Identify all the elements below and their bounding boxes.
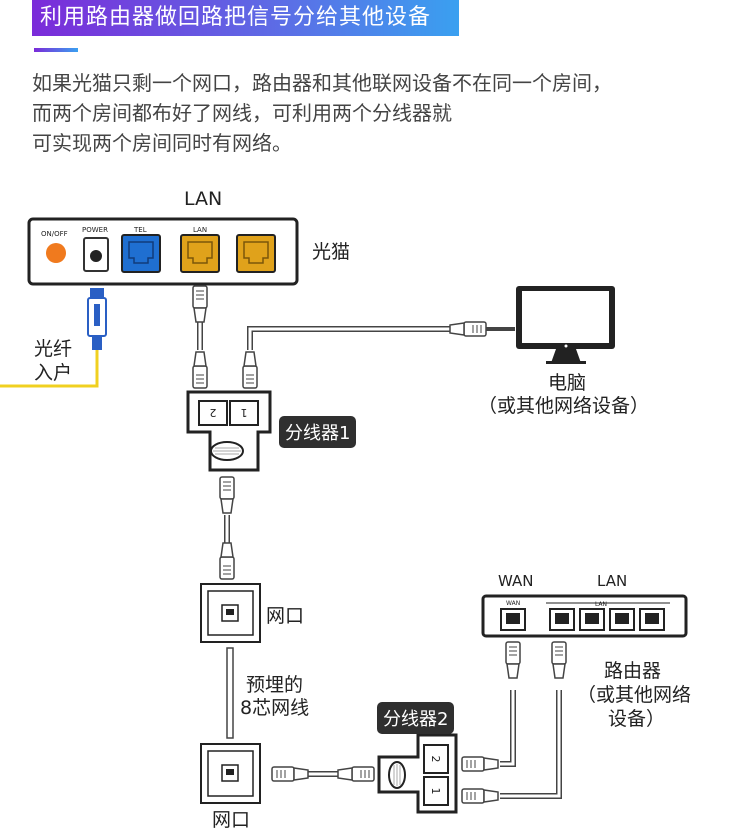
modem-lan-top-label: LAN [184, 188, 223, 210]
title-underline [34, 48, 78, 52]
modem-onoff-label: ON/OFF [41, 230, 68, 238]
splitter2-port-1-icon [423, 776, 449, 806]
cable-splitter1-to-computer [242, 321, 515, 389]
router-device [481, 594, 688, 638]
wall-port-bottom-icon [200, 743, 261, 804]
modem-device [27, 217, 299, 286]
wall-port-top-icon [200, 583, 261, 643]
computer-monitor-icon [516, 286, 615, 364]
fiber-label-line2: 入户 [34, 362, 73, 384]
cable-label-line1: 预埋的 [246, 674, 304, 696]
router-label-line3: 设备） [608, 708, 666, 730]
splitter2-device [377, 733, 458, 814]
router-lan-label: LAN [597, 572, 628, 590]
router-label-line1: 路由器 [604, 660, 662, 682]
splitter1-port-2-icon [198, 400, 228, 426]
modem-lan-label: LAN [193, 226, 207, 234]
router-lan-small-label: LAN [595, 601, 607, 608]
computer-label-line2: （或其他网络设备） [478, 395, 650, 417]
wall-port-bottom-label: 网口 [212, 809, 251, 831]
splitter2-tag: 分线器2 [377, 702, 455, 734]
splitter2-port-1-label: 1 [429, 788, 442, 795]
splitter1-tag: 分线器1 [279, 416, 357, 448]
page-title: 利用路由器做回路把信号分给其他设备 [40, 5, 432, 30]
intro-line-3: 可实现两个房间同时有网络。 [32, 131, 292, 155]
modem-tel-label: TEL [133, 226, 147, 234]
intro-text: 如果光猫只剩一个网口，路由器和其他联网设备不在同一个房间， 而两个房间都布好了网… [32, 68, 722, 158]
splitter1-port-1-icon [229, 400, 259, 426]
cable-splitter1-to-wallport [219, 476, 235, 580]
router-wan-small-label: WAN [506, 600, 520, 607]
intro-line-2: 而两个房间都布好了网线，可利用两个分线器就 [32, 101, 452, 125]
modem-power-label: POWER [82, 226, 108, 234]
wall-port-top-label: 网口 [266, 605, 305, 627]
splitter2-port-2-icon [423, 744, 449, 774]
splitter1-port-2-label: 2 [210, 406, 217, 419]
cable-label-line2: 8芯网线 [240, 697, 310, 719]
splitter1-device [186, 390, 272, 472]
fiber-label-line1: 光纤 [34, 338, 73, 360]
embedded-cable [226, 647, 234, 739]
computer-label-line1: 电脑 [548, 372, 587, 394]
modem-name-label: 光猫 [312, 241, 351, 263]
cable-splitter2-to-router [461, 641, 567, 804]
intro-line-1: 如果光猫只剩一个网口，路由器和其他联网设备不在同一个房间， [32, 71, 612, 95]
splitter1-port-1-label: 1 [241, 406, 248, 419]
splitter2-port-2-label: 2 [429, 756, 442, 763]
cable-modem-to-splitter1 [192, 285, 208, 389]
fiber-cable [0, 288, 107, 388]
page-title-banner: 利用路由器做回路把信号分给其他设备 [32, 0, 459, 36]
router-wan-label: WAN [498, 572, 534, 590]
router-label-line2: （或其他网络 [577, 684, 692, 706]
cable-wallport-to-splitter2 [271, 766, 375, 782]
power-button-icon [46, 243, 66, 263]
